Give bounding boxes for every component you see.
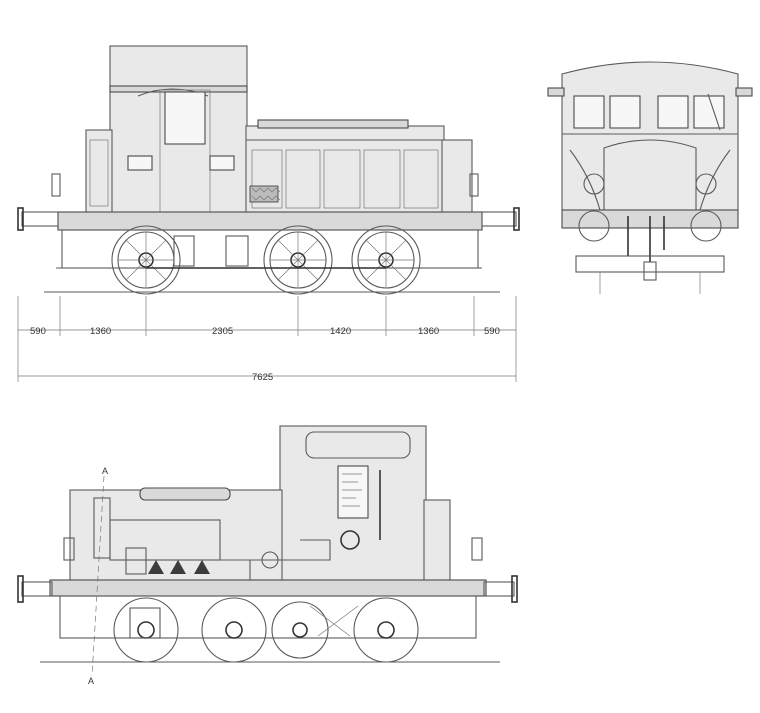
front-elevation xyxy=(547,61,753,294)
dimension-label: 590 xyxy=(30,326,46,337)
section-buffers xyxy=(17,575,518,603)
dimension-label: 590 xyxy=(484,326,500,337)
sectional-elevation: A A xyxy=(17,425,518,686)
section-frame xyxy=(49,579,487,597)
engine-cylinders xyxy=(125,547,210,575)
instrument-panel xyxy=(337,465,369,519)
fuel-tank xyxy=(305,431,411,459)
handbrake-wheel xyxy=(340,530,360,550)
coupler-hook xyxy=(627,216,665,281)
side-elevation xyxy=(17,45,520,295)
dimension-label: 1360 xyxy=(418,326,439,337)
section-line xyxy=(91,475,105,677)
dimension-label: 1360 xyxy=(90,326,111,337)
section-mark-top: A xyxy=(102,466,108,476)
hood-panels xyxy=(251,149,439,209)
dimension-label: 2305 xyxy=(212,326,233,337)
buffers-side xyxy=(17,207,520,231)
cab-side-window-2 xyxy=(209,155,235,171)
dimension-label: 1420 xyxy=(330,326,351,337)
front-buffers xyxy=(578,210,722,242)
total-length-label: 7625 xyxy=(252,372,273,383)
exhaust-pipe xyxy=(139,487,231,501)
cab-side-window xyxy=(127,155,153,171)
driving-wheels xyxy=(111,225,421,295)
front-windows xyxy=(573,95,725,129)
cab-door-window xyxy=(164,91,206,145)
section-mark-bottom: A xyxy=(88,676,94,686)
radiator-grille xyxy=(249,185,279,203)
engine-hood xyxy=(245,125,445,217)
dimension-lines: 590 1360 2305 1420 1360 590 7625 xyxy=(17,296,517,383)
frame xyxy=(57,211,483,231)
